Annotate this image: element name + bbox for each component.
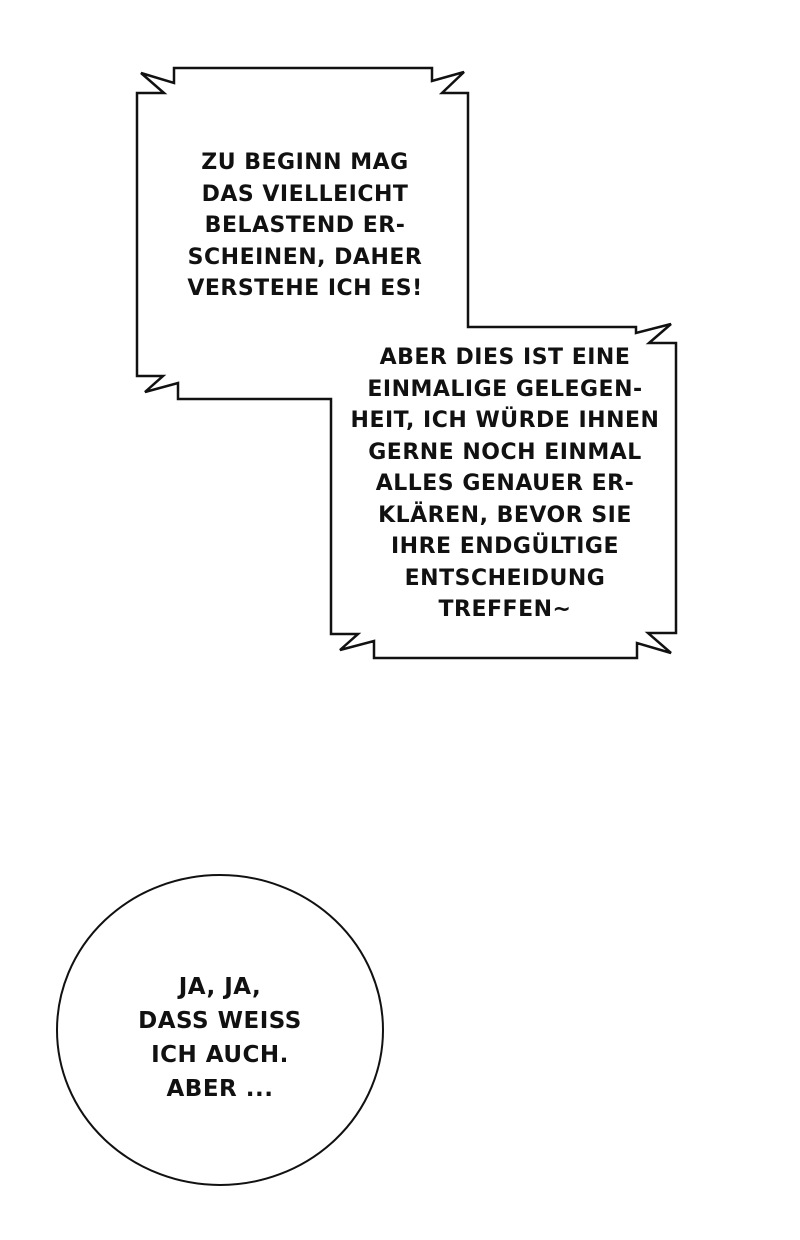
text-line: JA, JA, xyxy=(178,974,262,1000)
text-line: ABER DIES IST EINE xyxy=(379,345,631,370)
text-line: HEIT, ICH WÜRDE IHNEN xyxy=(350,408,660,433)
text-line: ENTSCHEIDUNG xyxy=(404,565,606,591)
text-line: ALLES GENAUER ER- xyxy=(375,471,635,496)
text-line: VERSTEHE ICH ES! xyxy=(187,276,423,301)
text-line: EINMALIGE GELEGEN- xyxy=(367,376,643,402)
text-line: GERNE NOCH EINMAL xyxy=(368,439,642,465)
text-line: KLÄREN, BEVOR SIE xyxy=(378,502,632,528)
text-line: SCHEINEN, DAHER xyxy=(187,244,423,270)
text-line: IHRE ENDGÜLTIGE xyxy=(390,534,619,559)
text-line: DASS WEISS xyxy=(138,1008,302,1034)
text-line: ICH AUCH. xyxy=(151,1042,289,1068)
text-line: BELASTEND ER- xyxy=(204,213,406,238)
text-line: TREFFEN~ xyxy=(438,597,572,622)
jagged-narration-box-outline xyxy=(135,66,678,660)
narration-box-1-text: ZU BEGINN MAG DAS VIELLEICHT BELASTEND E… xyxy=(160,147,450,305)
narration-box-2-text: ABER DIES IST EINE EINMALIGE GELEGEN- HE… xyxy=(335,342,675,626)
text-line: ZU BEGINN MAG xyxy=(201,150,409,175)
round-speech-bubble-outline xyxy=(56,874,384,1186)
speech-bubble-3-text: JA, JA, DASS WEISS ICH AUCH. ABER ... xyxy=(90,970,350,1106)
text-line: DAS VIELLEICHT xyxy=(201,181,409,207)
text-line: ABER ... xyxy=(166,1076,274,1102)
